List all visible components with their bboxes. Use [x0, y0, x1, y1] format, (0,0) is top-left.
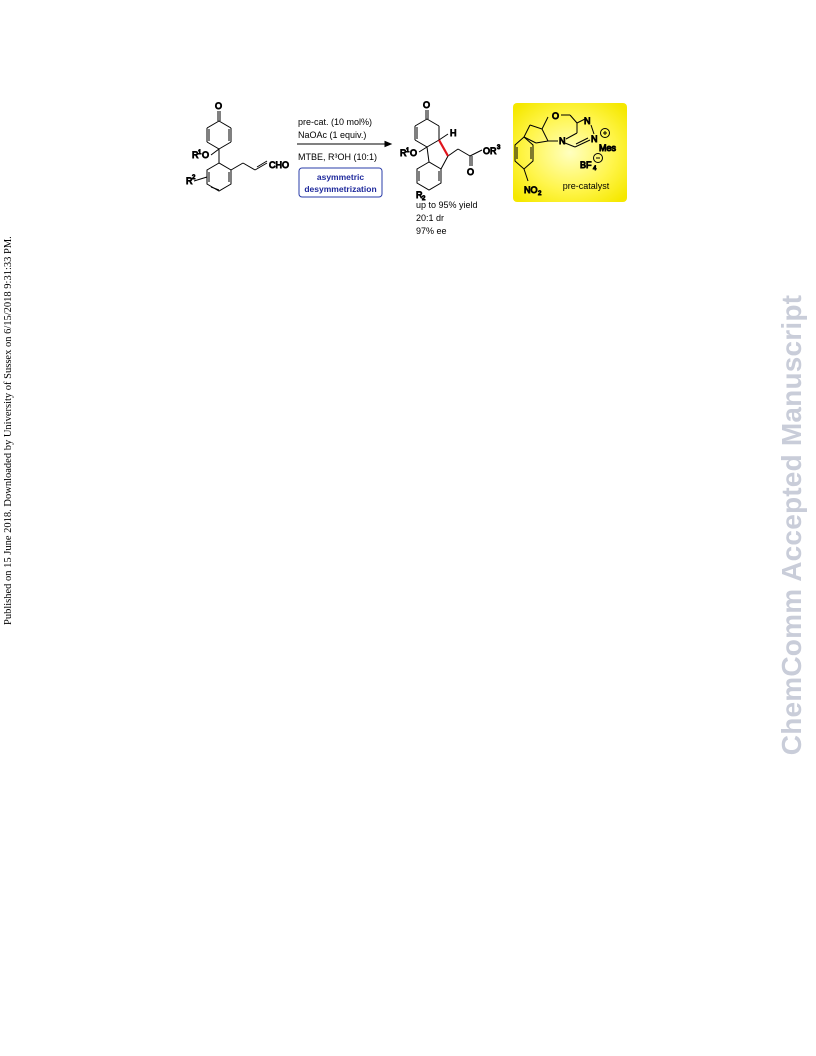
asymmetric-desymmetrization-box [298, 167, 383, 198]
condition-base: NaOAc (1 equiv.) [298, 130, 366, 140]
product-structure: O H R 1 O O OR 3 R 2 [400, 100, 502, 203]
condition-solvent: MTBE, R³OH (10:1) [298, 152, 377, 162]
publication-note: Published on 15 June 2018. Downloaded by… [3, 236, 14, 625]
svg-text:O: O [423, 100, 430, 110]
accepted-manuscript-watermark: ChemComm Accepted Manuscript [776, 294, 807, 756]
svg-text:R: R [192, 150, 199, 160]
new-bond-highlight [438, 139, 449, 157]
precatalyst-highlight-box [513, 103, 627, 202]
svg-text:R: R [416, 190, 423, 200]
svg-text:N: N [559, 136, 566, 146]
svg-text:OR: OR [483, 146, 497, 156]
svg-text:4: 4 [593, 166, 597, 172]
svg-text:R: R [400, 148, 407, 158]
reaction-arrow [297, 140, 393, 148]
svg-text:3: 3 [497, 145, 501, 151]
svg-text:H: H [450, 128, 457, 138]
result-ee: 97% ee [416, 226, 447, 236]
svg-text:R: R [186, 176, 193, 186]
sm-ketone-O: O [215, 101, 222, 111]
svg-text:CHO: CHO [269, 160, 289, 170]
svg-text:O: O [410, 148, 417, 158]
svg-text:O: O [552, 111, 559, 121]
svg-text:BF: BF [580, 160, 592, 170]
svg-text:Mes: Mes [599, 143, 617, 153]
svg-text:N: N [591, 134, 598, 144]
box-label-line1: asymmetric [317, 172, 365, 182]
svg-text:2: 2 [422, 196, 426, 202]
svg-text:2: 2 [192, 175, 196, 181]
svg-text:1: 1 [198, 150, 202, 156]
starting-material-structure: O R 1 O R 2 CHO [186, 101, 290, 192]
precatalyst-structure: O N N N Mes NO 2 BF 4 [514, 111, 617, 198]
svg-text:1: 1 [406, 148, 410, 154]
reaction-scheme: O R 1 O R 2 CHO pre-cat. (10 mol%) NaOAc… [186, 100, 627, 236]
svg-text:O: O [202, 150, 209, 160]
svg-text:N: N [584, 116, 591, 126]
condition-catalyst: pre-cat. (10 mol%) [298, 117, 372, 127]
svg-text:O: O [467, 167, 474, 177]
box-label-line2: desymmetrization [304, 184, 376, 194]
svg-text:NO: NO [524, 185, 538, 195]
svg-text:2: 2 [538, 191, 542, 197]
precatalyst-label: pre-catalyst [563, 181, 610, 191]
result-yield: up to 95% yield [416, 200, 478, 210]
result-dr: 20:1 dr [416, 213, 444, 223]
